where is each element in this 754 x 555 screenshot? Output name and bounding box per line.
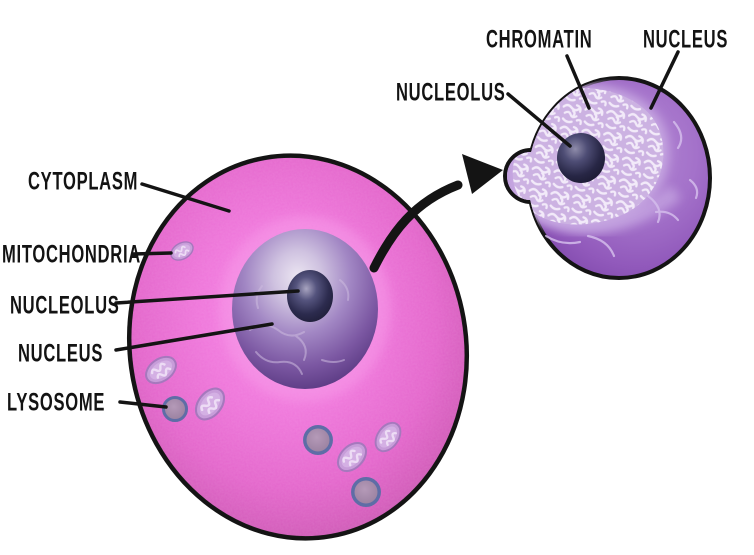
leader-line-mitochondria [131, 251, 173, 256]
leader-lines [114, 50, 680, 409]
label-nucleolus-left: NUCLEOLUS [10, 291, 120, 320]
leader-line-nucleus-right [649, 50, 680, 110]
lysosome [162, 396, 188, 422]
leader-line-nucleolus-left [114, 289, 300, 305]
nucleus [232, 229, 378, 389]
label-cytoplasm: CYTOPLASM [28, 167, 139, 196]
nucleus-zoomed [503, 76, 712, 280]
label-chromatin: CHROMATIN [486, 25, 593, 54]
lysosome [351, 477, 381, 507]
arrowhead-icon [462, 154, 503, 194]
leader-line-chromatin [565, 54, 591, 110]
label-mitochondria: MITOCHONDRIA [2, 240, 141, 269]
label-nucleus-left: NUCLEUS [18, 339, 104, 368]
leader-line-cytoplasm [140, 182, 231, 213]
label-nucleus-right: NUCLEUS [643, 25, 729, 54]
leader-line-nucleolus-right [506, 92, 572, 148]
leader-line-nucleus-left [114, 322, 274, 352]
leader-line-lysosome [118, 400, 168, 409]
zoom-arrow [369, 154, 503, 273]
label-lysosome: LYSOSOME [7, 388, 106, 417]
nucleolus [287, 270, 333, 322]
lysosome [303, 425, 333, 455]
label-nucleolus-right: NUCLEOLUS [396, 78, 506, 107]
zoom-nucleus-veins [544, 120, 699, 258]
nucleus-veins [249, 279, 350, 375]
